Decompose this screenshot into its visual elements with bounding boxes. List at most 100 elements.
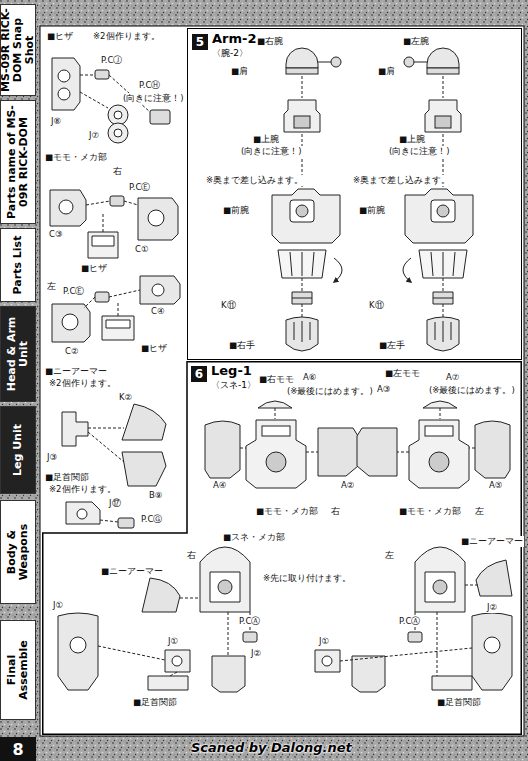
thigh-mech-parts xyxy=(52,304,90,342)
part-label: ■モモ・メカ部 xyxy=(398,506,462,517)
thigh-mech-parts xyxy=(62,314,78,330)
step-subtitle: 〈スネ-1〉 xyxy=(211,380,256,390)
part-label: ■左モモ xyxy=(384,368,421,379)
knee-parts xyxy=(52,58,80,110)
step-number-text: 5 xyxy=(196,35,204,49)
knee-armor-parts xyxy=(62,404,166,528)
section-tab: Body & Weapons xyxy=(0,500,36,604)
part-label: ■ニーアーマー xyxy=(460,536,524,547)
part-label: (向きに注意！) xyxy=(388,146,451,157)
part-label: ■ヒザ xyxy=(80,263,108,274)
knee-parts xyxy=(95,70,109,79)
section-tab-text: MS-09R RICK-DOM Snap Shot xyxy=(0,8,36,92)
part-label: ■肩 xyxy=(377,66,396,77)
section-tab-text: Parts name of MS-09R RICK-DOM xyxy=(6,104,30,220)
page-ground xyxy=(40,26,524,736)
lower-leg-parts xyxy=(142,578,180,612)
arm-parts xyxy=(286,68,318,74)
thigh-mech-parts xyxy=(102,316,134,340)
lower-leg-parts xyxy=(322,656,332,666)
part-label: P.CⒶ xyxy=(238,616,261,627)
part-label: 右 xyxy=(186,550,197,561)
thigh-parts xyxy=(318,428,358,476)
part-label: ■前腕 xyxy=(222,205,250,216)
part-label: ■足首関節 xyxy=(132,697,178,708)
part-label: ■右腕 xyxy=(256,36,284,47)
part-label: C② xyxy=(64,346,80,357)
arm-parts xyxy=(302,321,303,342)
part-label: P.CⒽ xyxy=(138,80,161,91)
arm-parts xyxy=(294,116,310,128)
part-label: J③ xyxy=(46,452,58,463)
arm-parts xyxy=(290,200,314,222)
lower-leg-parts xyxy=(352,656,385,692)
arm-parts xyxy=(403,48,473,351)
part-label: (※最後にはめます。) xyxy=(286,386,374,397)
arm-parts xyxy=(302,252,303,276)
part-label: J② xyxy=(486,602,498,613)
part-label: ■モモ・メカ部 xyxy=(255,506,319,517)
knee-armor-parts xyxy=(100,520,118,522)
part-label: ■足首関節 xyxy=(44,472,90,483)
thigh-parts xyxy=(246,420,306,488)
arm-parts xyxy=(296,205,308,217)
thigh-mech-parts xyxy=(84,297,95,308)
knee-armor-parts xyxy=(122,404,166,440)
panel-outline xyxy=(43,362,522,735)
lower-leg-parts xyxy=(465,585,478,586)
part-label: (向きに注意！) xyxy=(240,146,303,157)
knee-parts xyxy=(114,129,122,137)
arm-parts xyxy=(312,252,314,276)
arm-parts xyxy=(292,292,312,304)
knee-armor-parts xyxy=(66,502,100,524)
thigh-mech-parts xyxy=(84,290,140,316)
part-label: C④ xyxy=(150,306,166,317)
part-label: J① xyxy=(167,636,179,647)
lower-leg-parts xyxy=(212,656,245,692)
arm-parts xyxy=(272,48,342,351)
page-number-text: 8 xyxy=(12,740,23,759)
thigh-mech-parts xyxy=(50,190,86,226)
step-title: Leg-1 xyxy=(211,364,252,378)
part-label: ■スネ・メカ部 xyxy=(222,532,286,543)
knee-armor-parts xyxy=(88,428,124,462)
part-label: K⑪ xyxy=(368,300,385,311)
thigh-mech-parts xyxy=(59,200,73,214)
part-label: ※奥まで差し込みます。 xyxy=(352,175,451,186)
shin-parts xyxy=(408,547,465,655)
lower-leg-parts xyxy=(165,650,190,672)
knee-armor-parts xyxy=(77,509,87,519)
part-label: ■前腕 xyxy=(358,205,386,216)
thigh-mech-parts xyxy=(138,198,178,240)
part-label: P.CⒼ xyxy=(140,514,163,525)
part-label: ※2個作ります。 xyxy=(92,31,161,42)
part-label: J② xyxy=(250,648,262,659)
arm-parts xyxy=(302,278,303,291)
part-label: ■足首関節 xyxy=(436,697,482,708)
section-tab: Head & Arm Unit xyxy=(0,306,36,402)
section-tab: MS-09R RICK-DOM Snap Shot xyxy=(0,4,36,96)
arm-parts xyxy=(278,250,326,278)
lower-leg-parts xyxy=(180,598,200,599)
part-label: P.CⒺ xyxy=(128,182,151,193)
arm-parts xyxy=(302,76,303,98)
thigh-mech-parts xyxy=(103,212,104,232)
step-title: Arm-2 xyxy=(212,32,256,46)
part-label: J⑦ xyxy=(88,130,100,141)
shin-parts xyxy=(218,580,232,594)
part-label: ■上腕 xyxy=(252,134,280,145)
lower-leg-parts xyxy=(340,648,472,661)
section-tab-text: Head & Arm Unit xyxy=(6,310,30,398)
shin-parts xyxy=(200,547,257,655)
part-label: P.CⒿ xyxy=(100,55,123,66)
thigh-parts xyxy=(262,426,290,436)
lower-leg-parts xyxy=(437,655,438,676)
part-label: (向きに注意！) xyxy=(122,93,185,104)
arm-parts xyxy=(331,57,341,67)
shin-parts xyxy=(228,612,229,655)
lower-leg-parts xyxy=(58,560,512,692)
section-tab: Parts List xyxy=(0,228,36,302)
part-label: C③ xyxy=(48,229,64,240)
knee-armor-parts xyxy=(118,518,134,528)
thigh-parts xyxy=(306,452,318,453)
